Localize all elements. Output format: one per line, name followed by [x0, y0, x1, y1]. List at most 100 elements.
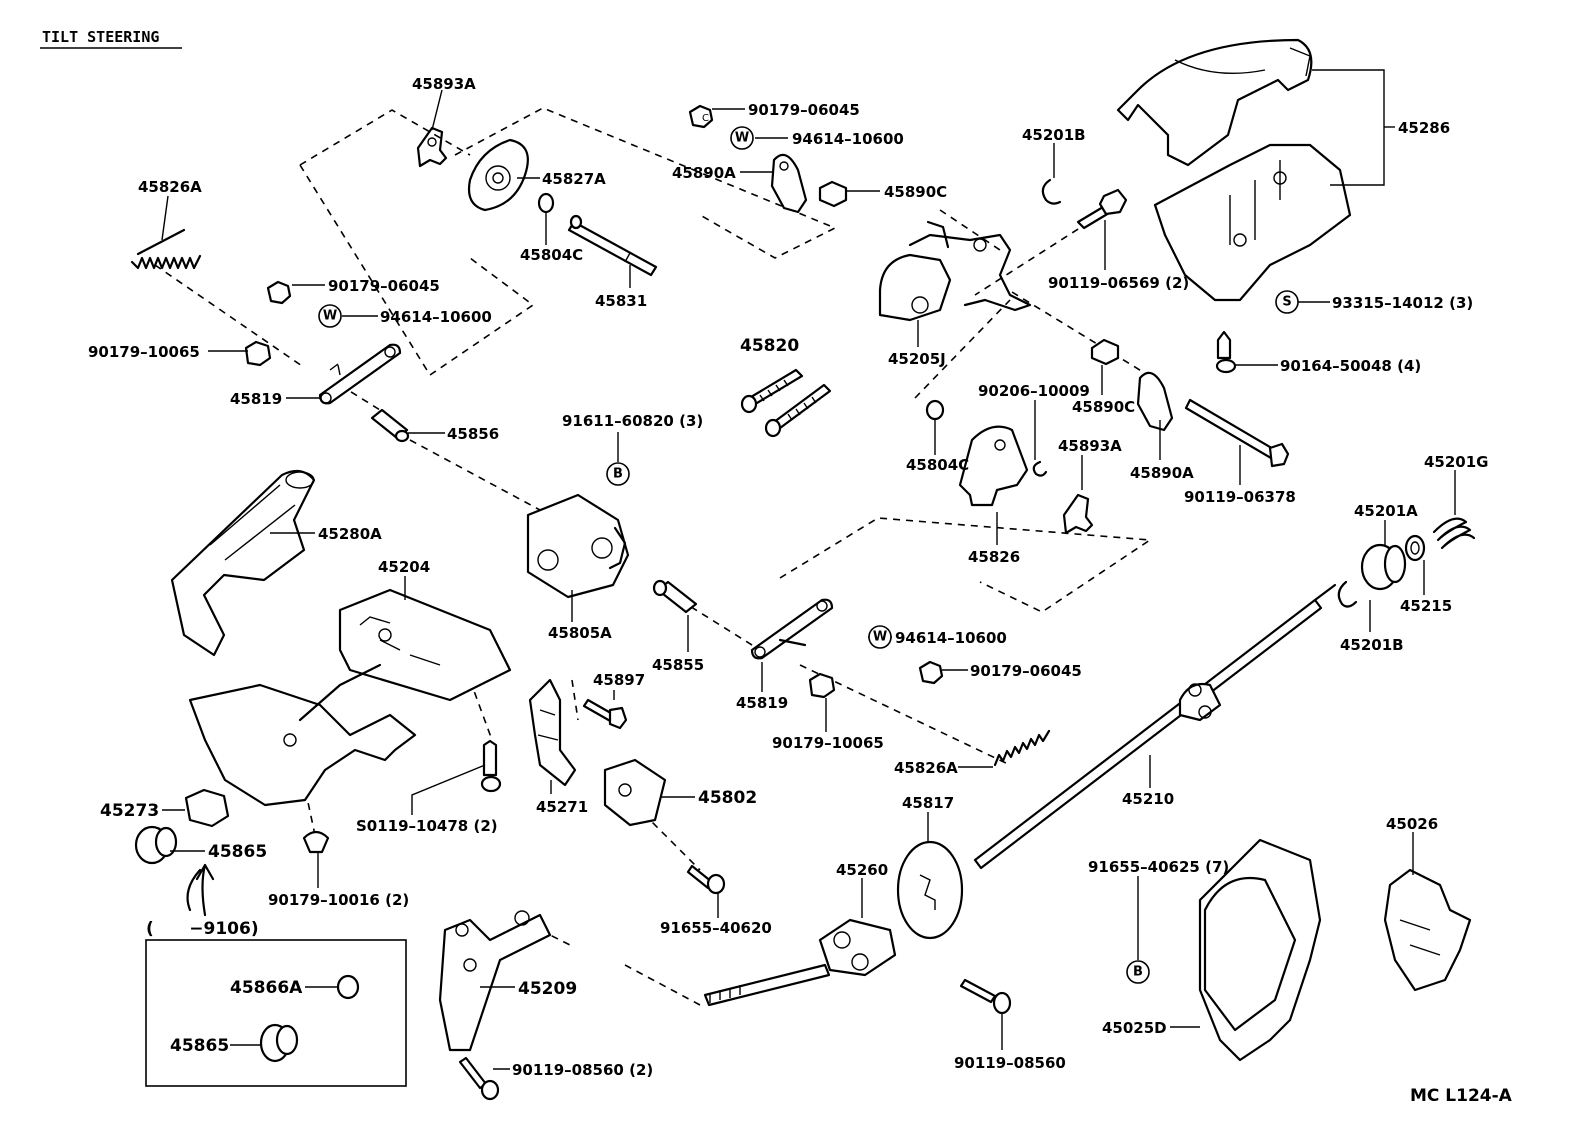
bracket-45280a-part: [170, 469, 316, 657]
label-45201b-right: 45201B: [1340, 636, 1404, 654]
label-45273: 45273: [100, 801, 159, 821]
inset-box: [145, 939, 407, 1087]
svg-text:B: B: [1133, 965, 1143, 980]
leader-lines: [161, 69, 1456, 1070]
nut-90179-10016-part: [302, 830, 330, 854]
nut-90179-06045-left-part: [266, 280, 292, 305]
label-range-9106: ( −9106): [146, 919, 259, 939]
boot-45026-part: [1383, 868, 1472, 992]
bolt-45897-part: [582, 698, 628, 730]
label-90179-06045-left: 90179–06045: [328, 277, 440, 295]
bracket-45204-part: [188, 588, 512, 807]
arrow-45865-part: [195, 863, 215, 917]
label-45866a: 45866A: [230, 978, 303, 998]
label-45802: 45802: [698, 788, 757, 808]
clip-45893a-mid-part: [1062, 493, 1094, 535]
u-joint-45209-part: [438, 910, 552, 1052]
clip-45893a-top-part: [416, 126, 448, 168]
bushing-45866a-part: [336, 974, 360, 1000]
bolt-45820-part: [740, 368, 832, 438]
screw-symbol: S: [1275, 290, 1299, 314]
label-90179-06045-mid: 90179–06045: [970, 662, 1082, 680]
label-45820: 45820: [740, 336, 799, 356]
label-91611-60820: 91611–60820 (3): [562, 412, 703, 430]
label-s0119-10478: S0119–10478 (2): [356, 817, 498, 835]
clamp-45271-part: [528, 678, 577, 787]
spring-45826a-mid-part: [993, 729, 1051, 767]
label-45827a: 45827A: [542, 170, 606, 188]
label-45271: 45271: [536, 798, 588, 816]
bolt-symbol-right: B: [1126, 960, 1150, 984]
label-45897: 45897: [593, 671, 645, 689]
svg-text:W: W: [735, 131, 749, 146]
label-91655-40625: 91655–40625 (7): [1088, 858, 1229, 876]
cover-45286-lower-part: [1153, 143, 1352, 302]
label-45890c-mid: 45890C: [1072, 398, 1135, 416]
label-45025d: 45025D: [1102, 1019, 1167, 1037]
nut-45890c-top-part: [818, 180, 848, 208]
symbols: W W W S B B: [318, 126, 1299, 984]
svg-text:B: B: [613, 467, 623, 482]
shaft-45260-part: [703, 918, 897, 1007]
label-90179-06045-top: 90179–06045: [748, 101, 860, 119]
clip-45201b-top-part: [1041, 178, 1062, 205]
label-45026: 45026: [1386, 815, 1438, 833]
label-45260: 45260: [836, 861, 888, 879]
label-45855: 45855: [652, 656, 704, 674]
svg-text:S: S: [1282, 295, 1291, 310]
label-45204: 45204: [378, 558, 430, 576]
nut-45804c-top-part: [537, 192, 555, 214]
label-45865-box: 45865: [170, 1036, 229, 1056]
nut-90179-10065-left-part: [244, 340, 272, 367]
bolt-symbol-mid: B: [606, 462, 630, 486]
label-45856: 45856: [447, 425, 499, 443]
bolt-90119-06378-part: [1184, 398, 1290, 468]
label-45893a-top: 45893A: [412, 75, 476, 93]
svg-text:W: W: [873, 630, 887, 645]
label-45865-top: 45865: [208, 842, 267, 862]
washer-symbol-mid: W: [868, 625, 892, 649]
label-45831: 45831: [595, 292, 647, 310]
svg-text:W: W: [323, 309, 337, 324]
label-94614-10600-top: 94614–10600: [792, 130, 904, 148]
label-90119-08560-left: 90119–08560 (2): [512, 1061, 653, 1079]
cover-45286-upper-part: [1116, 38, 1313, 167]
nut-45273-part: [184, 788, 230, 828]
label-45201b-top: 45201B: [1022, 126, 1086, 144]
nut-90179-10065-mid-part: [808, 672, 836, 699]
title-text: TILT STEERING: [42, 28, 159, 46]
nut-90179-06045-mid-part: [918, 660, 944, 685]
label-45209: 45209: [518, 979, 577, 999]
cover-45025d-part: [1198, 838, 1322, 1062]
label-45817: 45817: [902, 794, 954, 812]
pin-45831-part: [567, 214, 658, 277]
label-45893a-mid: 45893A: [1058, 437, 1122, 455]
shaft-45210-part: [973, 583, 1337, 870]
label-45804c-mid: 45804C: [906, 456, 969, 474]
label-90206-10009: 90206–10009: [978, 382, 1090, 400]
label-90119-06569: 90119–06569 (2): [1048, 274, 1189, 292]
clip-90206-10009-part: [1032, 460, 1048, 477]
bolt-90119-08560-left-part: [458, 1056, 500, 1101]
label-45826a-left: 45826A: [138, 178, 202, 196]
bracket-45205j-part: [878, 220, 1032, 322]
label-45805a: 45805A: [548, 624, 612, 642]
lever-45826-part: [958, 425, 1029, 507]
cam-plate-45827a-part: [467, 138, 529, 212]
label-45826a-mid: 45826A: [894, 759, 958, 777]
lever-45890a-mid-part: [1136, 371, 1174, 432]
diagram-title: TILT STEERING: [40, 28, 182, 49]
bolt-90119-06569-part: [1076, 188, 1128, 230]
callout-labels: 45893A 45826A 45827A 45804C 45831 90179–…: [88, 75, 1513, 1106]
label-45280a: 45280A: [318, 525, 382, 543]
svg-text:C: C: [702, 113, 709, 124]
label-94614-10600-mid: 94614–10600: [895, 629, 1007, 647]
label-45826: 45826: [968, 548, 1020, 566]
nut-45804c-mid-part: [925, 399, 945, 421]
label-45890a-mid: 45890A: [1130, 464, 1194, 482]
label-45804c-top: 45804C: [520, 246, 583, 264]
washer-symbol-left: W: [318, 304, 342, 328]
bolt-91655-40620-part: [686, 864, 726, 895]
link-45819-left-part: [318, 343, 402, 405]
